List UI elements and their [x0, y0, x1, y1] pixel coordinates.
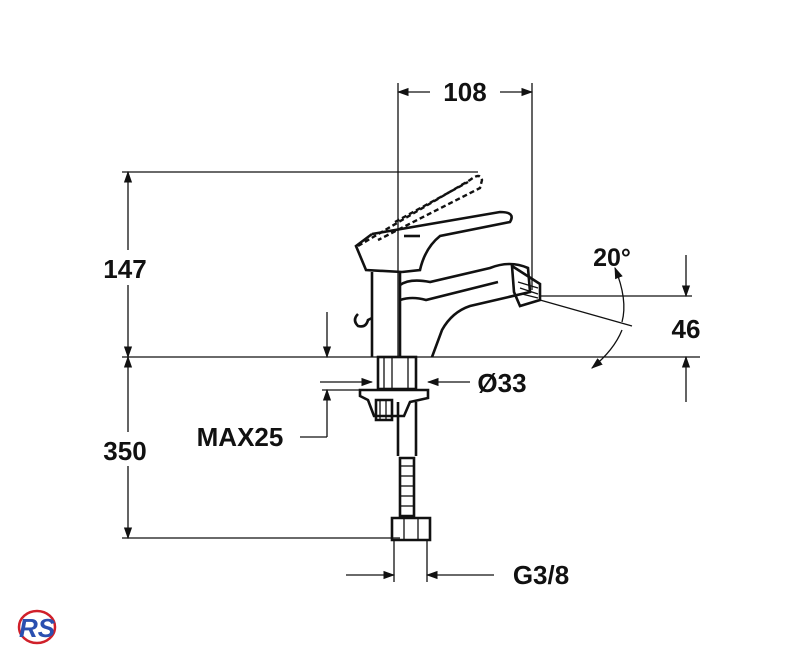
dim-max-deck-label: MAX25	[197, 422, 284, 452]
dim-height-above-label: 147	[103, 254, 146, 284]
extension-lines	[122, 83, 700, 582]
dim-width-label: 108	[443, 77, 486, 107]
dim-outlet-height-label: 46	[672, 314, 701, 344]
dim-length-below-label: 350	[103, 436, 146, 466]
supply-hose	[390, 402, 432, 542]
brand-logo: RS	[17, 609, 57, 645]
dimension-lines	[123, 87, 691, 580]
faucet-body	[353, 174, 542, 358]
dim-thread-label: G3/8	[513, 560, 569, 590]
mounting-hardware	[358, 355, 430, 422]
dim-angle-label: 20°	[593, 244, 631, 272]
dim-hole-diameter-label: Ø33	[477, 368, 526, 398]
logo-text: RS	[19, 613, 56, 643]
